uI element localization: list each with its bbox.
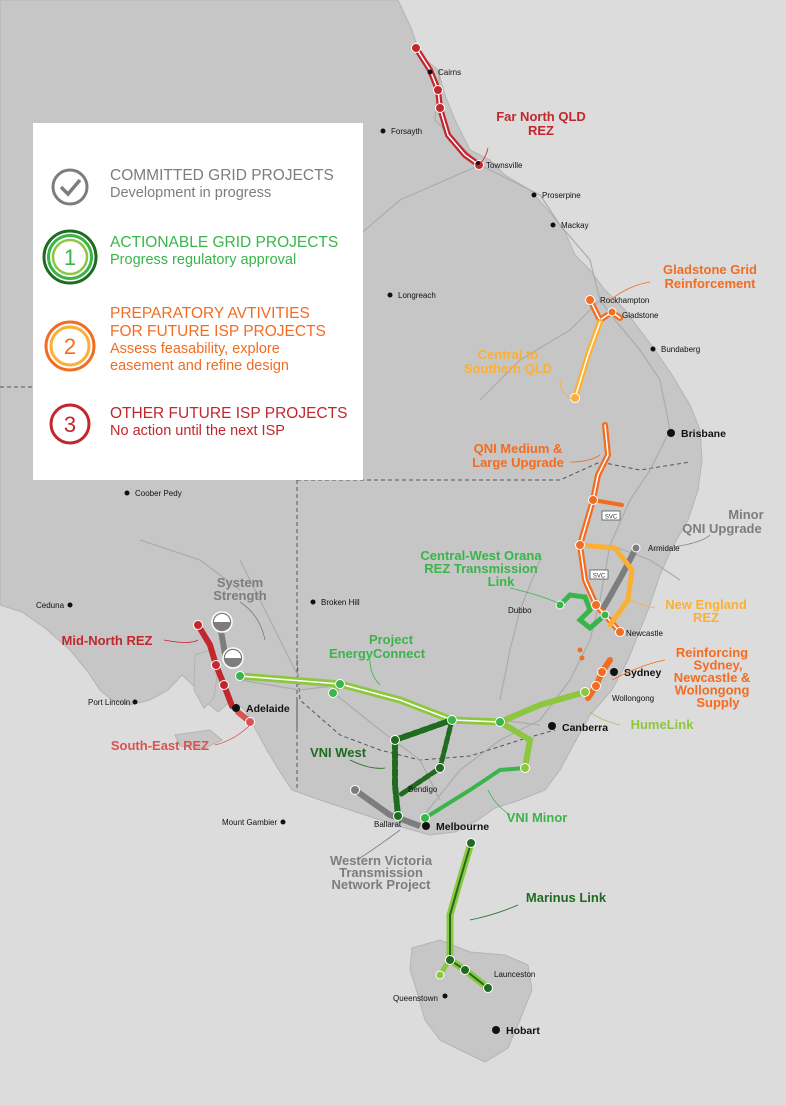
legend-other-subtitle: No action until the next ISP — [110, 423, 285, 439]
svg-text:2: 2 — [64, 334, 76, 359]
reinforcing-sydney-line — [585, 657, 613, 701]
city-adelaide: Adelaide — [246, 703, 290, 715]
city-forsayth: Forsayth — [391, 127, 422, 136]
city-broken-hill: Broken Hill — [321, 598, 360, 607]
network-nodes — [193, 43, 641, 993]
city-mount-gambier: Mount Gambier — [222, 818, 277, 827]
label-south-east-rez: South-East REZ — [111, 738, 209, 753]
city-ceduna: Ceduna — [36, 601, 65, 610]
system-strength-icons — [211, 611, 244, 669]
city-canberra: Canberra — [562, 722, 608, 734]
city-sydney: Sydney — [624, 667, 662, 679]
city-proserpine: Proserpine — [542, 191, 581, 200]
committed-wvtnp-line — [353, 787, 422, 829]
city-bendigo: Bendigo — [408, 785, 438, 794]
vni-west-line — [392, 717, 455, 819]
legend-panel: COMMITTED GRID PROJECTS Development in p… — [33, 123, 363, 480]
city-dubbo: Dubbo — [508, 606, 532, 615]
city-coober-pedy: Coober Pedy — [135, 489, 182, 498]
actionable-projects — [236, 592, 608, 992]
svg-text:3: 3 — [64, 412, 76, 437]
number-two-icon: 2 — [44, 320, 96, 372]
label-mid-north-rez: Mid-North REZ — [62, 633, 153, 648]
label-leaders — [163, 147, 711, 921]
humelink-north-line — [497, 689, 588, 725]
city-port-lincoln: Port Lincoln — [88, 698, 130, 707]
committed-qni-minor-line — [599, 546, 639, 612]
city-bundaberg: Bundaberg — [661, 345, 700, 354]
svc-label: SVC — [605, 515, 618, 521]
city-cairns: Cairns — [438, 68, 461, 77]
label-vni-west: VNI West — [310, 745, 367, 760]
vni-minor-line — [423, 766, 527, 820]
label-vni-minor: VNI Minor — [507, 810, 568, 825]
city-queenstown: Queenstown — [393, 994, 438, 1003]
checkmark-icon — [51, 168, 89, 206]
city-wollongong: Wollongong — [612, 694, 654, 703]
city-melbourne: Melbourne — [436, 821, 489, 833]
svc-markers: SVC SVC — [589, 510, 621, 580]
city-brisbane: Brisbane — [681, 428, 726, 440]
city-newcastle: Newcastle — [626, 629, 663, 638]
legend-committed-subtitle: Development in progress — [110, 185, 272, 201]
city-longreach: Longreach — [398, 291, 436, 300]
city-townsville: Townsville — [486, 161, 523, 170]
city-rockhampton: Rockhampton — [600, 296, 649, 305]
label-qni-medium-large: QNI Medium &Large Upgrade — [472, 441, 564, 470]
new-england-rez-line — [577, 542, 635, 628]
humelink-line — [497, 719, 534, 771]
state-borders — [0, 386, 691, 790]
city-gladstone: Gladstone — [622, 311, 659, 320]
legend-other-title: OTHER FUTURE ISP PROJECTS — [110, 405, 348, 422]
city-hobart: Hobart — [506, 1025, 540, 1037]
city-mackay: Mackay — [561, 221, 589, 230]
number-three-icon: 3 — [49, 403, 91, 445]
legend-actionable-subtitle: Progress regulatory approval — [110, 252, 297, 268]
legend-actionable-title: ACTIONABLE GRID PROJECTS — [110, 234, 339, 251]
legend-committed-title: COMMITTED GRID PROJECTS — [110, 167, 334, 184]
kangaroo-island — [174, 729, 223, 749]
city-ballarat: Ballarat — [374, 820, 402, 829]
city-launceston: Launceston — [494, 970, 535, 979]
label-marinus-link: Marinus Link — [526, 890, 607, 905]
svg-text:1: 1 — [64, 245, 76, 270]
label-humelink: HumeLink — [631, 717, 695, 732]
number-one-icon: 1 — [42, 229, 98, 285]
cwo-rez-line — [557, 592, 608, 632]
svc-label: SVC — [593, 574, 606, 580]
